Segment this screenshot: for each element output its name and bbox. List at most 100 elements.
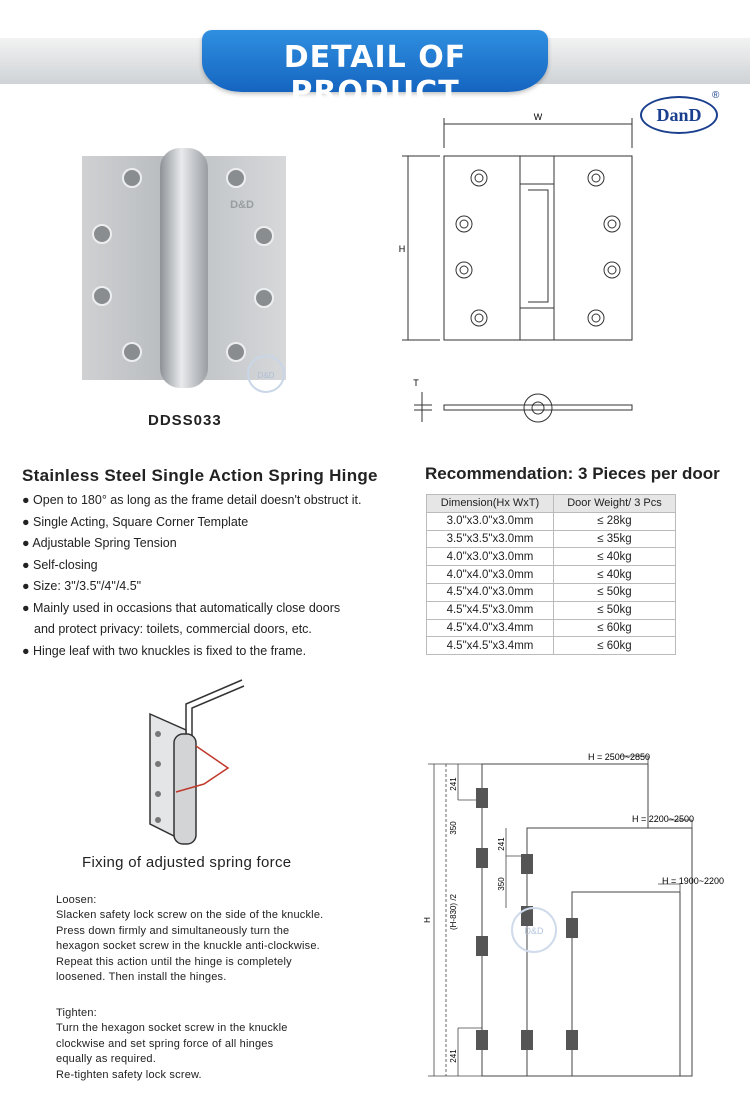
table-cell: ≤ 60kg	[552, 618, 677, 638]
watermark-text: D&D	[258, 371, 275, 380]
brand-logo: DanD	[640, 96, 718, 134]
table-cell: ≤ 35kg	[552, 529, 677, 549]
hinge-leaf-right	[202, 156, 286, 380]
door-short	[571, 891, 681, 1077]
spring-adjust-illustration	[149, 679, 245, 845]
table-cell: 4.5"x4.5"x3.4mm	[426, 636, 554, 656]
table-cell: 4.0"x3.0"x3.0mm	[426, 547, 554, 567]
dimension-label: 241	[449, 1049, 458, 1063]
dimension-label: 241	[449, 777, 458, 791]
hinge-mark	[521, 1030, 533, 1050]
table-header: Dimension(Hx WxT)	[426, 494, 554, 513]
height-range-label: H = 2500~2850	[588, 752, 650, 762]
banner-pill	[202, 30, 548, 92]
instruction-line: Turn the hexagon socket screw in the knu…	[56, 1022, 288, 1035]
table-cell: ≤ 28kg	[552, 511, 677, 531]
hinge-mark	[476, 848, 488, 868]
screw-hole	[122, 168, 142, 188]
table-cell: ≤ 50kg	[552, 582, 677, 602]
table-cell: ≤ 40kg	[552, 547, 677, 567]
table-cell: 4.5"x4.0"x3.0mm	[426, 582, 554, 602]
table-row: 4.5"x4.0"x3.0mm≤ 50kg	[426, 582, 677, 602]
screw-hole	[226, 342, 246, 362]
hinge-mark	[476, 1030, 488, 1050]
table-row: 4.0"x4.0"x3.0mm≤ 40kg	[426, 565, 677, 584]
screw-hole	[254, 226, 274, 246]
registered-mark: ®	[712, 90, 720, 101]
banner-title: DETAIL OF PRODUCT	[283, 40, 467, 110]
loosen-instructions: Loosen: Slacken safety lock screw on the…	[56, 893, 323, 985]
recommendation-title: Recommendation: 3 Pieces per door	[425, 464, 720, 483]
table-cell: 4.0"x4.0"x3.0mm	[426, 565, 554, 584]
dimension-label: H	[423, 917, 432, 923]
screw-hole	[254, 288, 274, 308]
dimension-label: (H-830) /2	[449, 893, 458, 930]
hinge-mark	[476, 788, 488, 808]
instruction-line: Slacken safety lock screw on the side of…	[56, 909, 324, 922]
instruction-line: Re-tighten safety lock screw.	[56, 1068, 202, 1081]
feature-item: ● Hinge leaf with two knuckles is fixed …	[22, 643, 307, 658]
thickness-label: T	[413, 378, 419, 388]
dimension-label: 350	[497, 877, 506, 891]
watermark-seal	[511, 907, 557, 953]
table-cell: ≤ 60kg	[552, 636, 677, 656]
watermark-text: D&D	[524, 926, 544, 936]
table-header: Door Weight/ 3 Pcs	[552, 494, 677, 513]
hinge-outline	[443, 155, 633, 341]
instruction-line: equally as required.	[56, 1053, 157, 1066]
adjust-caption: Fixing of adjusted spring force	[82, 854, 292, 871]
screw-hole	[122, 342, 142, 362]
instruction-line: clockwise and set spring force of all hi…	[56, 1037, 274, 1050]
height-label: H	[399, 244, 406, 254]
feature-list: ● Open to 180° as long as the frame deta…	[22, 490, 412, 662]
hinge-knuckle	[160, 148, 208, 388]
table-cell: 3.5"x3.5"x3.0mm	[426, 529, 554, 549]
recommendation-table: Dimension(Hx WxT) Door Weight/ 3 Pcs 3.0…	[426, 494, 677, 656]
screw-hole	[226, 168, 246, 188]
door-installation-diagram: H = 2500~2850 H = 2200~2500 H = 1900~220…	[423, 752, 724, 1077]
feature-item: ● Adjustable Spring Tension	[22, 536, 177, 550]
width-label: W	[534, 112, 543, 122]
height-range-label: H = 1900~2200	[662, 876, 724, 886]
dimension-label: 241	[497, 837, 506, 851]
feature-item: ● Open to 180° as long as the frame deta…	[22, 493, 362, 507]
hinge-photo: D&D D&D	[82, 148, 286, 393]
hex-key-icon	[185, 679, 243, 736]
screw-hole	[92, 286, 112, 306]
screw-hole	[92, 224, 112, 244]
table-row: 3.5"x3.5"x3.0mm≤ 35kg	[426, 529, 677, 549]
table-cell: ≤ 40kg	[552, 565, 677, 584]
height-range-label: H = 2200~2500	[632, 814, 694, 824]
table-row: 3.0"x3.0"x3.0mm≤ 28kg	[426, 511, 677, 531]
model-code: DDSS033	[148, 412, 222, 429]
table-row: 4.0"x3.0"x3.0mm≤ 40kg	[426, 547, 677, 567]
table-row: 4.5"x4.5"x3.4mm≤ 60kg	[426, 636, 677, 656]
feature-item: ● Self-closing	[22, 557, 98, 572]
technical-drawing: W H T	[399, 112, 633, 423]
table-header-row: Dimension(Hx WxT) Door Weight/ 3 Pcs	[426, 494, 677, 513]
hinge-mark	[476, 936, 488, 956]
leaf-engraving: D&D	[230, 199, 254, 211]
hinge-mark	[566, 1030, 578, 1050]
feature-item: and protect privacy: toilets, commercial…	[34, 622, 312, 636]
instruction-line: hexagon socket screw in the knuckle anti…	[56, 940, 320, 953]
watermark-seal	[247, 355, 285, 393]
table-row: 4.5"x4.0"x3.4mm≤ 60kg	[426, 618, 677, 638]
dimension-label: 350	[449, 821, 458, 835]
hinge-mark	[566, 918, 578, 938]
table-row: 4.5"x4.5"x3.0mm≤ 50kg	[426, 600, 677, 620]
table-cell: ≤ 50kg	[552, 600, 677, 620]
instruction-line: Repeat this action until the hinge is co…	[56, 955, 292, 968]
feature-item: ● Mainly used in occasions that automati…	[22, 600, 341, 615]
instruction-line: Tighten:	[56, 1007, 97, 1019]
instruction-line: Press down firmly and simultaneously tur…	[56, 924, 290, 937]
hinge-section	[443, 404, 633, 411]
instruction-line: loosened. Then install the hinges.	[56, 971, 227, 984]
feature-item: ● Single Acting, Square Corner Template	[22, 514, 249, 529]
feature-item: ● Size: 3"/3.5"/4"/4.5"	[22, 579, 142, 593]
product-title: Stainless Steel Single Action Spring Hin…	[22, 466, 378, 485]
hinge-mark	[521, 854, 533, 874]
tighten-instructions: Tighten: Turn the hexagon socket screw i…	[56, 1006, 288, 1083]
instruction-line: Loosen:	[56, 894, 97, 906]
hinge-leaf-left	[82, 156, 166, 380]
